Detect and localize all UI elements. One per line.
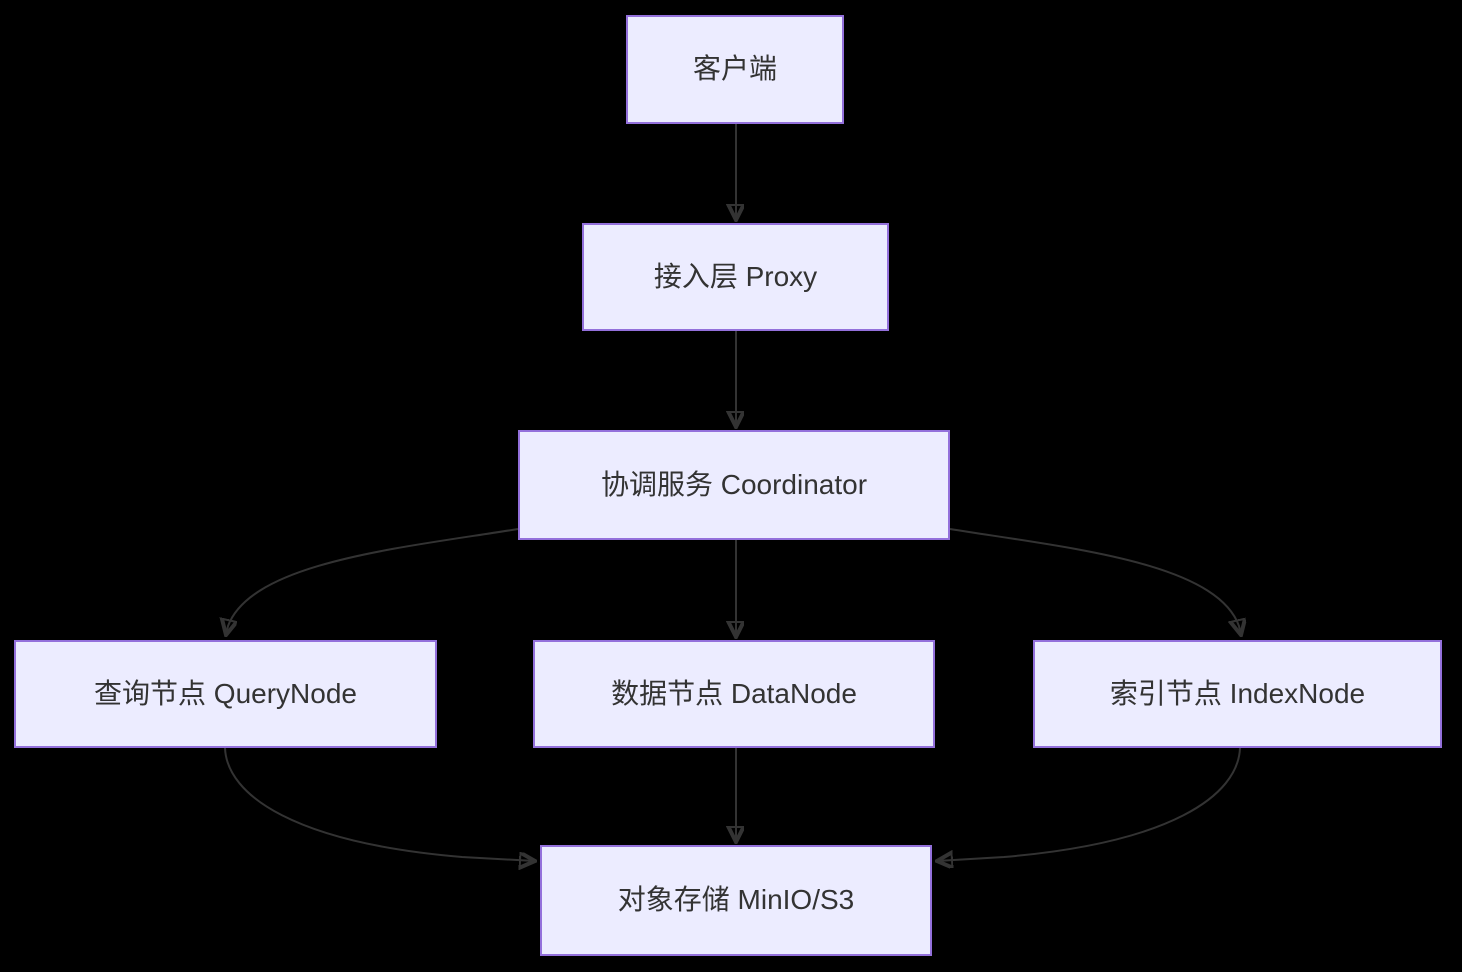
node-querynode-label: 查询节点 QueryNode: [94, 677, 357, 709]
node-indexnode: 索引节点 IndexNode: [1033, 640, 1442, 748]
edge-coordinator-querynode: [226, 528, 519, 635]
node-datanode-label: 数据节点 DataNode: [611, 677, 857, 709]
node-querynode: 查询节点 QueryNode: [14, 640, 437, 748]
node-coordinator: 协调服务 Coordinator: [518, 430, 950, 540]
node-proxy: 接入层 Proxy: [582, 223, 889, 331]
node-coordinator-label: 协调服务 Coordinator: [600, 468, 868, 500]
node-storage: 对象存储 MinIO/S3: [540, 845, 932, 956]
node-client-label: 客户端: [692, 53, 777, 85]
node-datanode: 数据节点 DataNode: [533, 640, 935, 748]
edge-indexnode-storage: [937, 747, 1241, 861]
node-proxy-label: 接入层 Proxy: [653, 260, 818, 292]
node-indexnode-label: 索引节点 IndexNode: [1109, 677, 1366, 709]
edge-coordinator-indexnode: [949, 528, 1241, 635]
edge-querynode-storage: [224, 747, 535, 861]
node-storage-label: 对象存储 MinIO/S3: [617, 884, 855, 916]
node-client: 客户端: [626, 15, 844, 124]
